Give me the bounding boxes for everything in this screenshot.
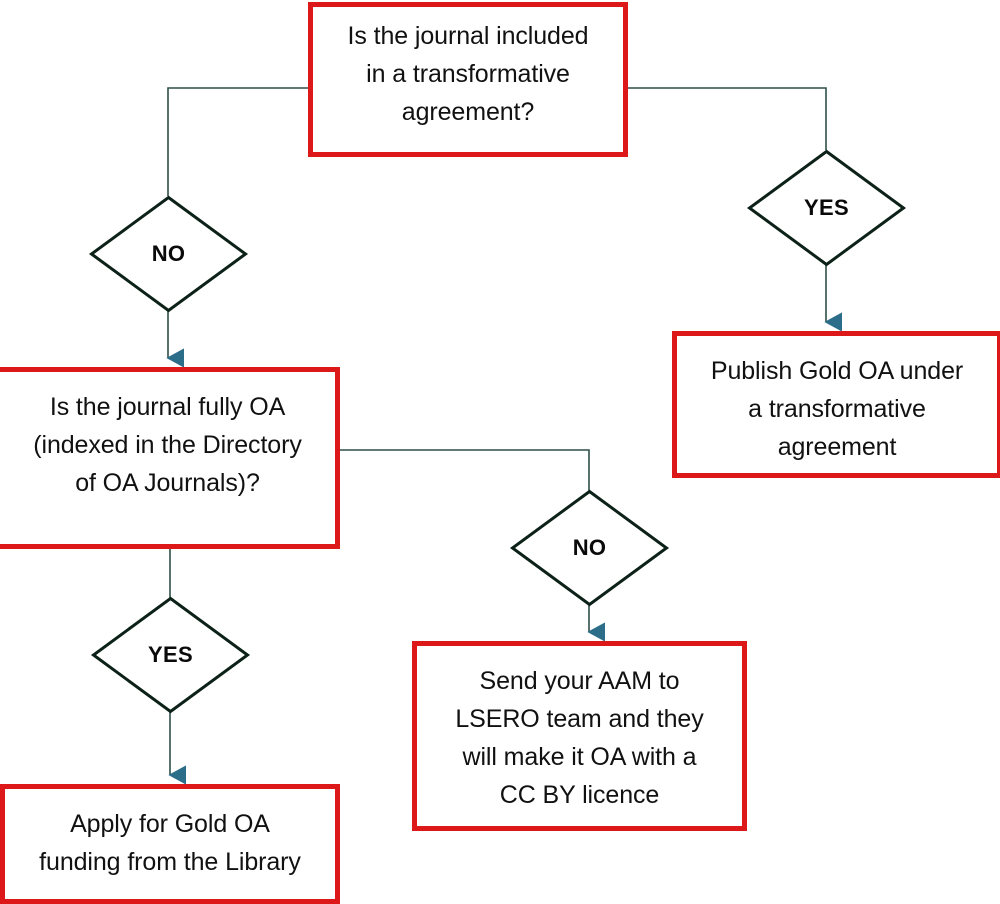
node-decision-no-2-label: NO bbox=[572, 535, 607, 560]
edge-start-to-no1 bbox=[167, 87, 308, 196]
node-decision-yes-2-label: YES bbox=[148, 642, 193, 667]
node-decision-yes-1[interactable]: YES bbox=[746, 149, 907, 267]
node-decision-no-1[interactable]: NO bbox=[88, 195, 249, 313]
node-start-question[interactable]: Is the journal included in a transformat… bbox=[308, 2, 628, 157]
edge-start-to-yes1 bbox=[628, 87, 827, 150]
node-apply-funding-label: Apply for Gold OA funding from the Libra… bbox=[39, 810, 301, 876]
node-apply-funding[interactable]: Apply for Gold OA funding from the Libra… bbox=[0, 784, 340, 904]
node-fully-oa-question[interactable]: Is the journal fully OA (indexed in the … bbox=[0, 367, 340, 549]
node-send-aam[interactable]: Send your AAM to LSERO team and they wil… bbox=[412, 641, 747, 831]
node-start-question-label: Is the journal included in a transformat… bbox=[347, 22, 589, 126]
edge-fullyoa-to-no2 bbox=[340, 449, 590, 492]
node-publish-gold-oa-label: Publish Gold OA under a transformative a… bbox=[710, 357, 964, 461]
node-decision-no-1-label: NO bbox=[151, 241, 186, 266]
node-send-aam-label: Send your AAM to LSERO team and they wil… bbox=[455, 667, 704, 809]
node-decision-yes-2[interactable]: YES bbox=[90, 596, 251, 714]
node-decision-no-2[interactable]: NO bbox=[509, 489, 670, 607]
node-publish-gold-oa[interactable]: Publish Gold OA under a transformative a… bbox=[672, 331, 1000, 478]
node-decision-yes-1-label: YES bbox=[804, 195, 849, 220]
node-fully-oa-question-label: Is the journal fully OA (indexed in the … bbox=[33, 393, 302, 497]
